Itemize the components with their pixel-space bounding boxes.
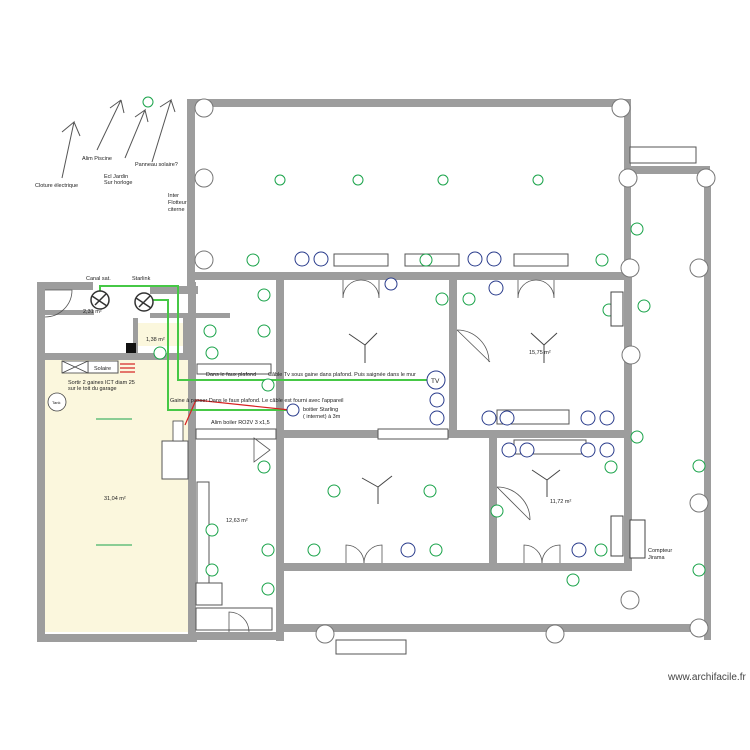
label-starlink: Starlink xyxy=(132,276,151,282)
area-a2: 1,38 m² xyxy=(146,337,165,343)
label-sur-horloge: Sur horloge xyxy=(104,180,132,186)
right-cabinet xyxy=(610,291,624,327)
arrow-icon xyxy=(61,98,176,179)
label-canal-sat: Canal sat. xyxy=(86,276,111,282)
label-panneau-solaire: Panneau solaire? xyxy=(135,162,178,168)
watermark: www.archifacile.fr xyxy=(667,672,746,683)
columns xyxy=(194,98,716,644)
satellite-dish-icon xyxy=(90,290,154,312)
label-inter: Inter xyxy=(168,193,179,199)
label-tank: Tank xyxy=(52,400,60,405)
outdoor-light-icon xyxy=(637,299,651,313)
outlet-icon xyxy=(294,251,615,558)
area-a5: 15,75 m² xyxy=(529,350,551,356)
staircase xyxy=(61,360,184,442)
right-cabinet-2 xyxy=(610,515,624,557)
tv-icon xyxy=(426,370,446,390)
label-faux-plafond: Dans le faux plafond xyxy=(206,372,256,378)
label-tv: TV xyxy=(431,378,440,385)
internet-icon xyxy=(286,403,300,417)
label-ecl-jardin: Ecl Jardin xyxy=(104,174,128,180)
area-a4: 12,63 m² xyxy=(226,518,248,524)
garage-floor xyxy=(44,360,190,632)
label-sortir-1: Sortir 2 gaines ICT diam 25 xyxy=(68,380,135,386)
label-citerne: citerne xyxy=(168,207,185,213)
label-gaine: Gaine à passer Dans le faux plafond. Le … xyxy=(170,398,344,404)
light-fixture-icon xyxy=(142,96,706,596)
tank-icon xyxy=(47,392,67,412)
doors xyxy=(44,279,561,633)
small-room-floor xyxy=(138,323,183,346)
garage-lights xyxy=(96,418,132,546)
label-cloture: Cloture électrique xyxy=(35,183,78,189)
windows xyxy=(87,146,697,655)
red-boiler-line xyxy=(184,399,291,426)
label-alim-boiler: Alim boiler RO2V 3 x1,5 xyxy=(211,420,270,426)
label-solaire: Solaire xyxy=(94,366,111,372)
area-a1: 2,31 m² xyxy=(83,309,102,315)
label-compteur-1: Compteur xyxy=(648,548,672,554)
area-a6: 11,72 m² xyxy=(550,499,571,505)
walls xyxy=(37,99,711,642)
label-flotteur: Flotteur xyxy=(168,200,187,206)
junction-box xyxy=(126,343,136,353)
label-compteur-2: Jirama xyxy=(648,555,665,561)
label-cable-tv: Câble Tv sous gaine dans plafond. Puis s… xyxy=(268,372,416,378)
label-boitier-1: boitier Starling xyxy=(303,407,338,413)
area-a3: 31,04 m² xyxy=(104,496,126,502)
ceiling-fan-icon xyxy=(348,332,561,504)
label-boitier-2: ( internet) à 3m xyxy=(303,414,341,420)
label-alim-piscine: Alim Piscine xyxy=(82,156,112,162)
red-gaines xyxy=(120,363,135,373)
meter-box xyxy=(629,519,646,559)
label-sortir-2: sur le toit du garage xyxy=(68,386,117,392)
